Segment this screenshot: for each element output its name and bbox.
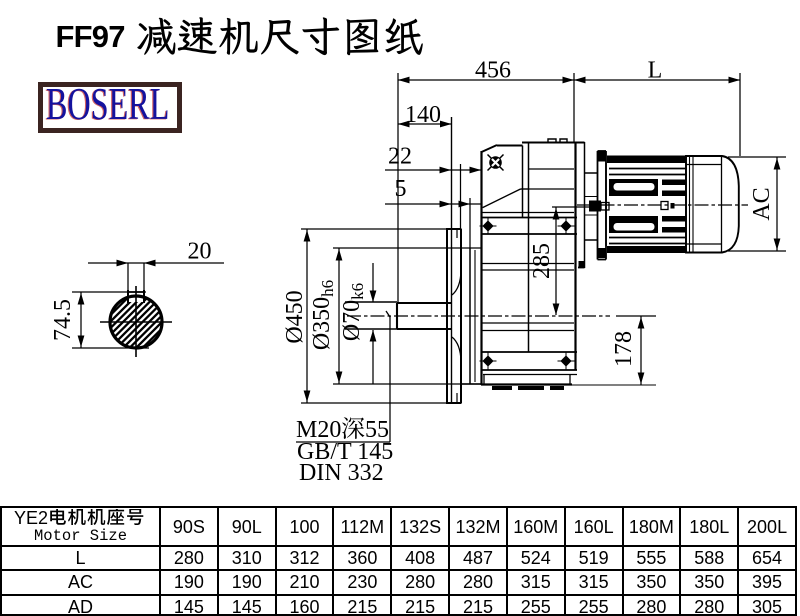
svg-text:DIN 332: DIN 332	[299, 460, 384, 486]
svg-text:Ø350h6: Ø350h6	[309, 280, 337, 350]
svg-text:74.5: 74.5	[50, 299, 76, 341]
svg-text:140: 140	[405, 102, 441, 128]
svg-text:285: 285	[529, 243, 555, 279]
svg-text:20: 20	[188, 239, 212, 265]
svg-text:M20: M20	[296, 417, 341, 443]
svg-text:178: 178	[611, 331, 637, 367]
svg-text:AC: AC	[749, 187, 775, 220]
svg-text:Ø70k6: Ø70k6	[339, 283, 367, 341]
svg-text:GB/T 145: GB/T 145	[297, 439, 393, 465]
svg-text:L: L	[648, 58, 663, 84]
svg-text:55: 55	[365, 417, 389, 443]
svg-text:FF97: FF97	[56, 19, 125, 54]
svg-text:Ø450: Ø450	[282, 290, 308, 343]
svg-text:5: 5	[395, 176, 407, 202]
svg-text:22: 22	[388, 144, 412, 170]
svg-text:456: 456	[475, 58, 511, 84]
